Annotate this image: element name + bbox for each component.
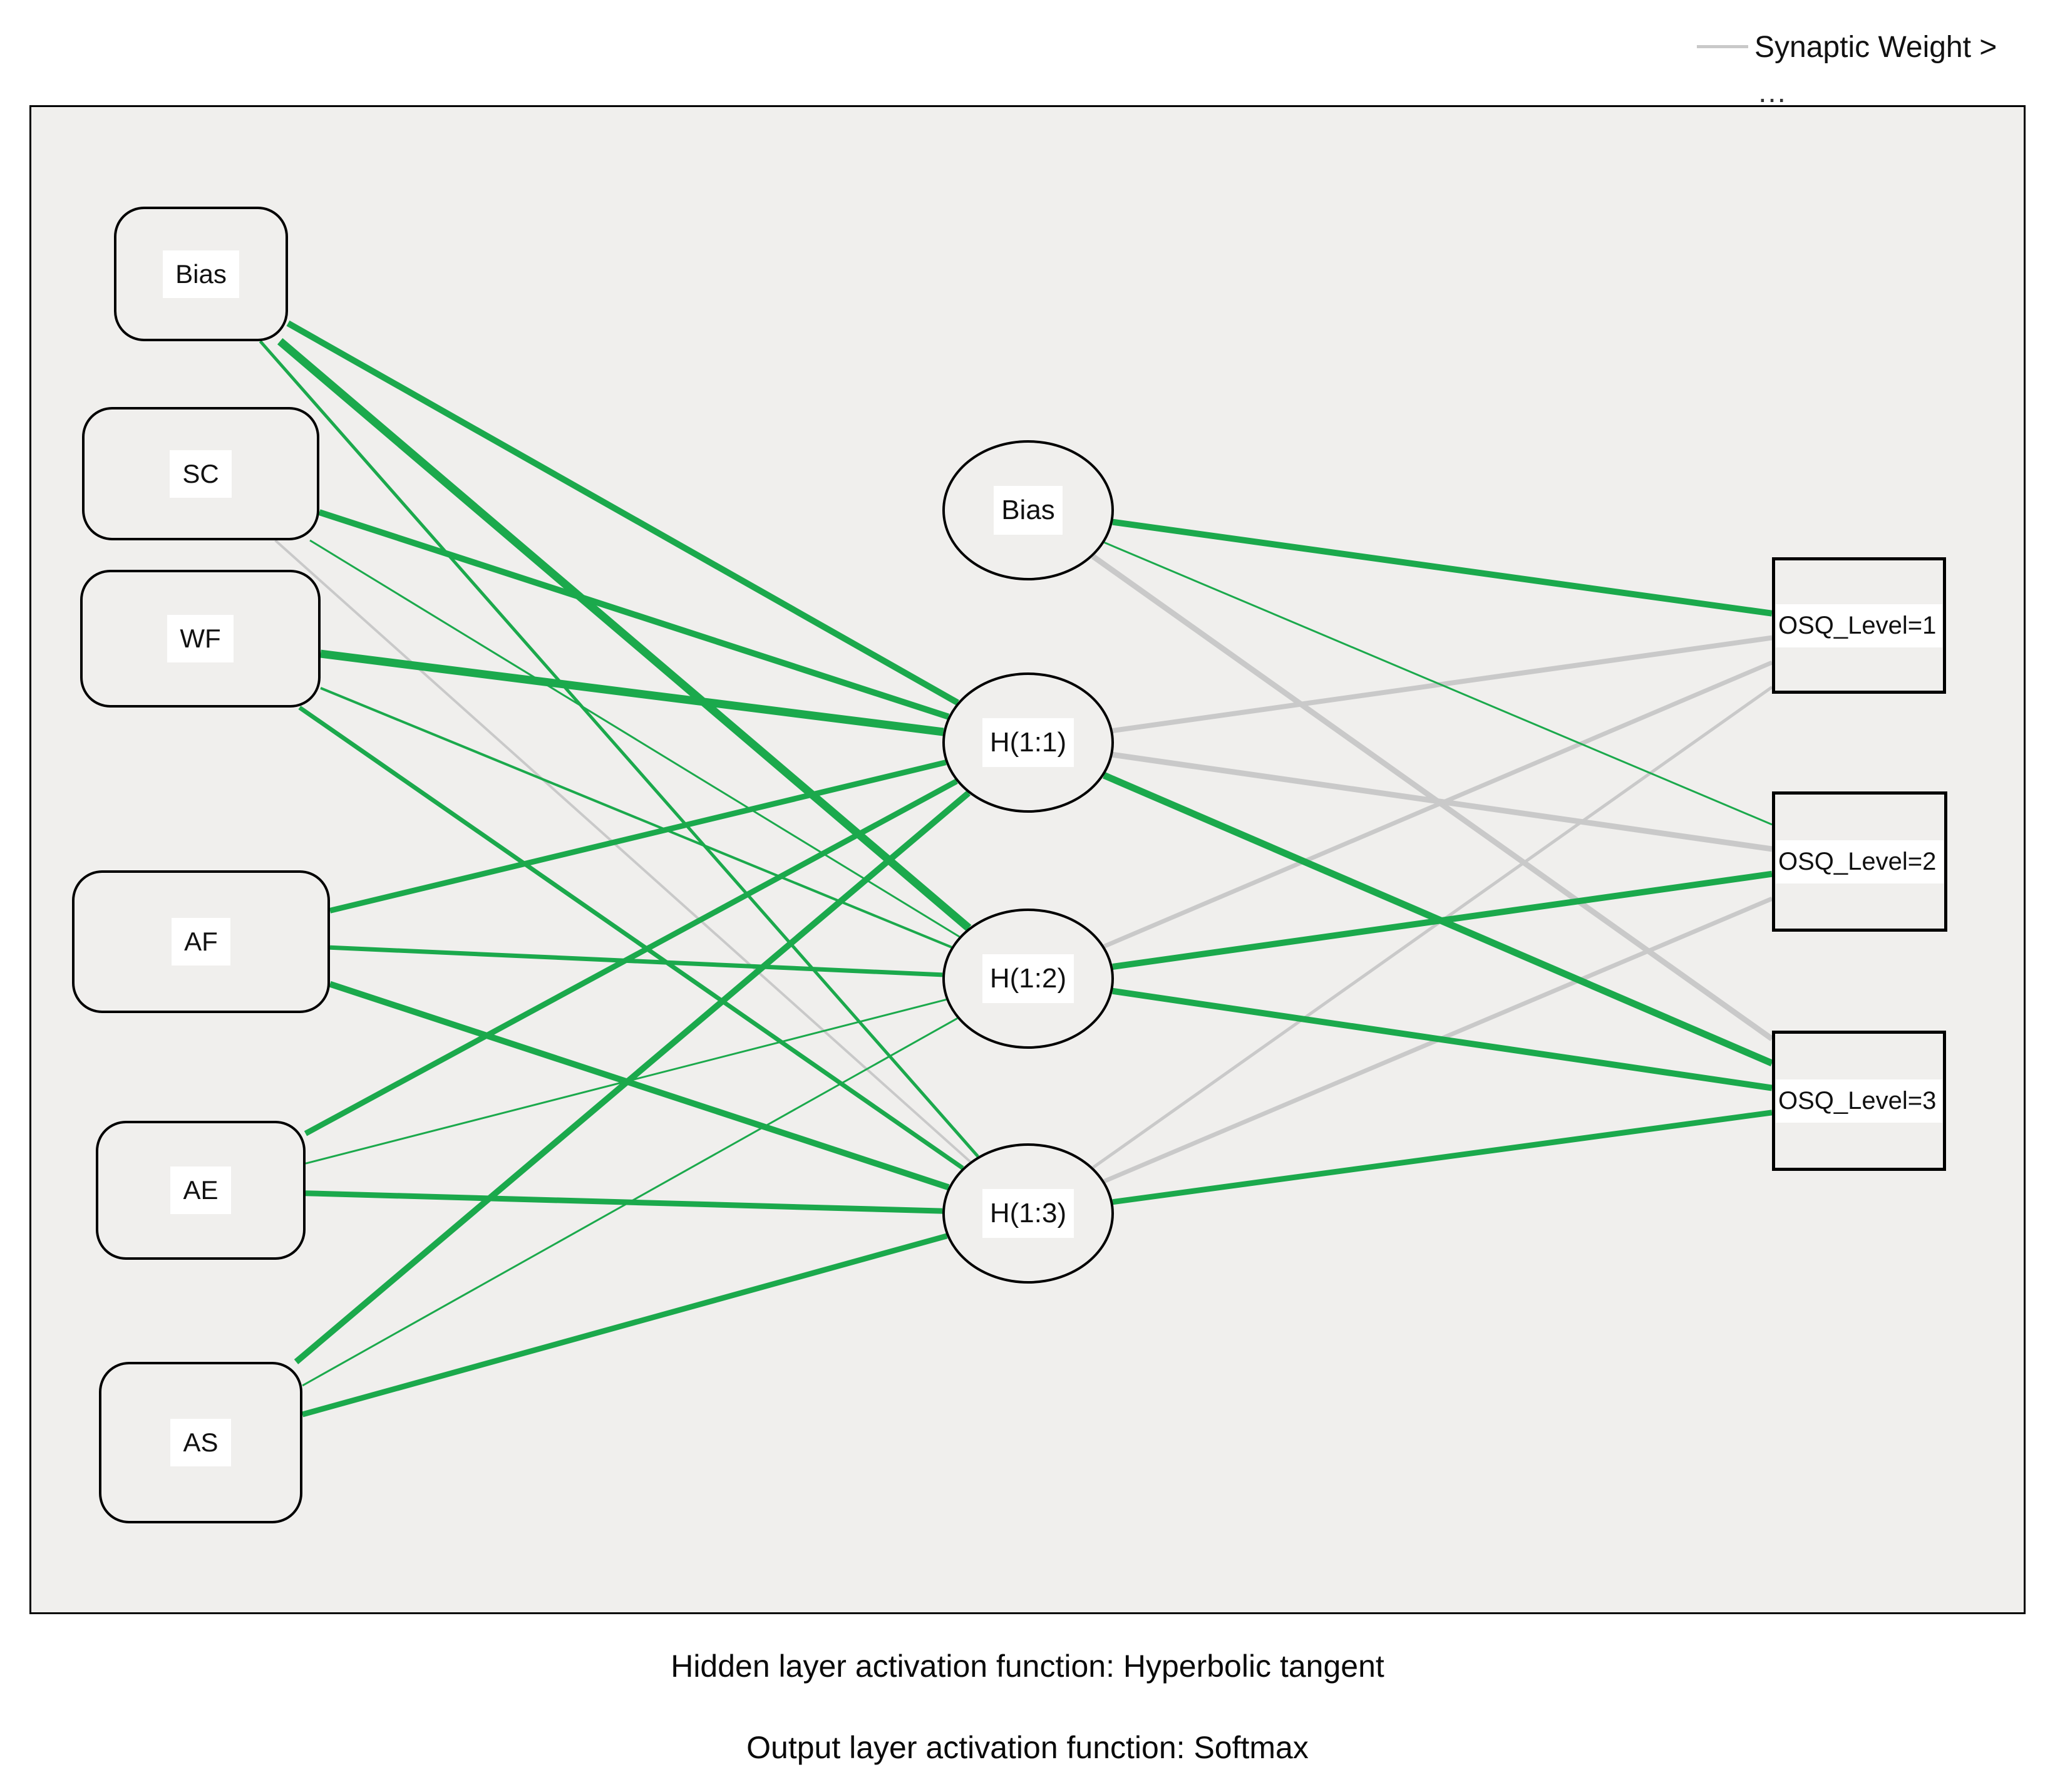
hidden-activation-caption: Hidden layer activation function: Hyperb… [671, 1649, 1384, 1684]
edge-in_af-hid_h1 [329, 760, 947, 914]
edge-hid_h3-out_1 [1092, 686, 1773, 1169]
edge-in_as-hid_h3 [301, 1233, 948, 1418]
legend-overflow-ellipsis: … [1757, 76, 1787, 109]
edge-hid_h2-out_2 [1112, 870, 1773, 970]
node-label-hid_bias: Bias [994, 486, 1063, 535]
node-label-hid_h3: H(1:3) [982, 1189, 1074, 1238]
edge-hid_bias-out_1 [1112, 518, 1773, 617]
edge-hid_h2-out_3 [1112, 987, 1773, 1091]
edge-in_wf-hid_h1 [320, 649, 944, 736]
edge-in_as-hid_h2 [302, 1017, 958, 1387]
legend: Synaptic Weight > … [1692, 13, 2055, 109]
edge-hid_h2-out_1 [1103, 660, 1773, 949]
node-label-in_sc: SC [170, 450, 232, 498]
diagram-frame [29, 105, 2026, 1614]
output-activation-caption: Output layer activation function: Softma… [746, 1730, 1309, 1765]
node-hid_bias: Bias [942, 440, 1114, 580]
legend-label: Synaptic Weight > [1754, 31, 1997, 64]
node-label-out_2: OSQ_Level=2 [1776, 840, 1944, 883]
edge-hid_h1-out_1 [1112, 635, 1773, 733]
node-in_sc: SC [82, 407, 319, 540]
node-label-in_as: AS [170, 1419, 231, 1466]
node-in_wf: WF [80, 570, 321, 708]
node-hid_h1: H(1:1) [942, 672, 1114, 813]
edge-in_wf-hid_h2 [320, 687, 952, 949]
node-out_3: OSQ_Level=3 [1772, 1031, 1946, 1171]
edge-in_bias-hid_h2 [277, 338, 972, 932]
edge-in_sc-hid_h1 [318, 509, 950, 720]
edge-in_bias-hid_h1 [286, 320, 959, 706]
edge-in_ae-hid_h1 [304, 778, 958, 1136]
edge-in_bias-hid_h3 [259, 340, 979, 1158]
node-hid_h3: H(1:3) [942, 1143, 1114, 1284]
node-label-in_ae: AE [170, 1166, 231, 1214]
node-label-out_1: OSQ_Level=1 [1776, 604, 1942, 647]
node-out_1: OSQ_Level=1 [1772, 557, 1946, 694]
node-in_ae: AE [96, 1121, 306, 1260]
node-label-in_af: AF [172, 918, 230, 966]
edge-in_af-hid_h2 [329, 945, 943, 977]
node-in_af: AF [72, 870, 330, 1013]
node-in_bias: Bias [114, 207, 288, 341]
node-label-hid_h2: H(1:2) [982, 954, 1074, 1003]
synaptic-weight-line-icon [1697, 45, 1748, 48]
node-in_as: AS [99, 1362, 302, 1523]
edge-in_wf-hid_h3 [298, 706, 964, 1170]
edge-in_sc-hid_h2 [309, 539, 960, 938]
node-hid_h2: H(1:2) [942, 909, 1114, 1049]
edge-hid_bias-out_2 [1104, 542, 1773, 826]
edge-in_ae-hid_h3 [305, 1190, 943, 1214]
node-label-hid_h1: H(1:1) [982, 718, 1074, 767]
node-out_2: OSQ_Level=2 [1772, 791, 1947, 932]
node-label-out_3: OSQ_Level=3 [1776, 1079, 1942, 1123]
node-label-in_bias: Bias [163, 250, 239, 298]
edge-in_as-hid_h1 [294, 790, 971, 1364]
edge-in_sc-hid_h3 [274, 539, 971, 1163]
node-label-in_wf: WF [167, 615, 234, 662]
edge-hid_h3-out_3 [1112, 1110, 1773, 1205]
edge-in_af-hid_h3 [329, 981, 950, 1190]
